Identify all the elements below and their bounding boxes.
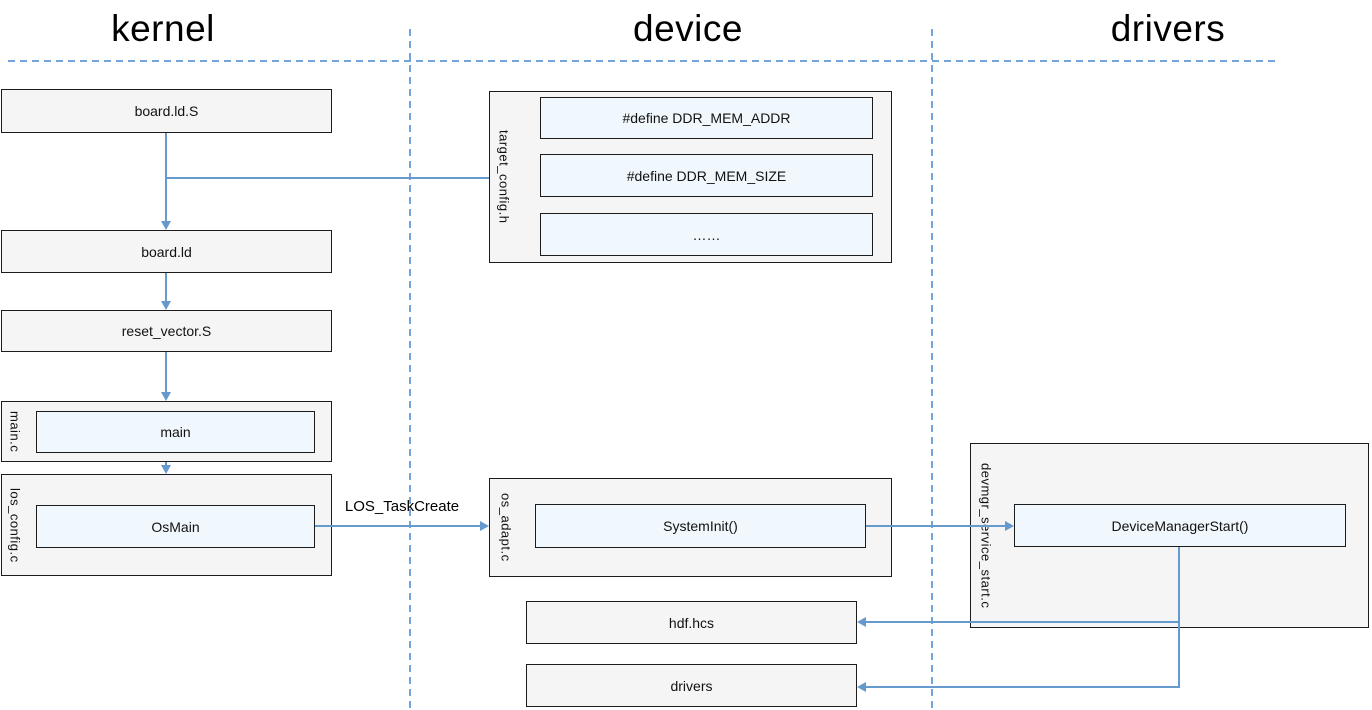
edge-systeminit-to-devicemanagerstart-arrowhead-icon [1005,521,1014,531]
edge-boardld-to-resetvector-arrowhead-icon [161,301,171,310]
container-main-c-label: main.c [7,410,23,453]
edge-resetvector-to-main [165,352,167,393]
edge-resetvector-to-main-arrowhead-icon [161,392,171,401]
node-reset-vector: reset_vector.S [1,310,332,352]
node-define-ddr-mem-size: #define DDR_MEM_SIZE [540,154,873,197]
node-devicemanagerstart-function: DeviceManagerStart() [1014,504,1346,547]
column-divider-device-drivers [931,29,933,710]
edge-boardlds-to-boardld-arrowhead-icon [161,221,171,230]
node-systeminit-function-label: SystemInit() [663,518,738,534]
edge-devicemanagerstart-to-drivers [864,686,1180,688]
node-define-ddr-mem-addr-label: #define DDR_MEM_ADDR [622,110,791,126]
edge-main-to-losconfig [165,462,167,467]
container-los-config-c-label: los_config.c [7,487,23,563]
column-header-device: device [633,8,743,49]
node-devicemanagerstart-function-label: DeviceManagerStart() [1111,517,1249,534]
container-target-config-h-label: target_config.h [496,130,512,224]
edge-devicemanagerstart-to-drivers-arrowhead-icon [857,682,866,692]
edge-devicemanagerstart-to-hdfhcs [864,621,1180,623]
header-divider-line [8,60,1280,62]
node-reset-vector-label: reset_vector.S [121,323,212,339]
node-define-ellipsis: …… [540,213,873,256]
node-osmain-function-label: OsMain [151,518,200,535]
node-hdf-hcs: hdf.hcs [526,601,857,644]
column-header-drivers: drivers [1110,8,1226,49]
edge-boardld-to-resetvector [165,273,167,302]
node-board-ld: board.ld [1,230,332,273]
node-board-ld-label: board.ld [141,243,192,260]
column-divider-kernel-device [409,29,411,710]
node-osmain-function: OsMain [36,505,315,548]
node-main-function: main [36,411,315,453]
container-devmgr-service-start-c-label: devmgr_service_start.c [978,462,994,609]
container-os-adapt-c-label: os_adapt.c [498,493,514,562]
edge-devicemanagerstart-to-hdfhcs-arrowhead-icon [857,617,866,627]
node-main-function-label: main [160,424,191,440]
node-define-ddr-mem-addr: #define DDR_MEM_ADDR [540,97,873,139]
node-systeminit-function: SystemInit() [535,504,866,548]
edge-devicemanagerstart-drop [1178,547,1180,688]
node-board-ld-s-label: board.ld.S [134,103,199,119]
node-board-ld-s: board.ld.S [1,89,332,133]
edge-label-los-taskcreate: LOS_TaskCreate [344,498,460,515]
column-header-kernel: kernel [111,8,215,49]
edge-osmain-to-systeminit [315,525,481,527]
node-define-ellipsis-label: …… [692,226,721,243]
node-drivers: drivers [526,664,857,707]
edge-osmain-to-systeminit-arrowhead-icon [480,521,489,531]
edge-main-to-losconfig-arrowhead-icon [161,465,171,474]
edge-systeminit-to-devicemanagerstart [866,525,1006,527]
edge-boardlds-to-target-config [165,177,489,179]
node-define-ddr-mem-size-label: #define DDR_MEM_SIZE [626,167,787,184]
node-drivers-label: drivers [670,677,713,694]
node-hdf-hcs-label: hdf.hcs [668,614,715,631]
